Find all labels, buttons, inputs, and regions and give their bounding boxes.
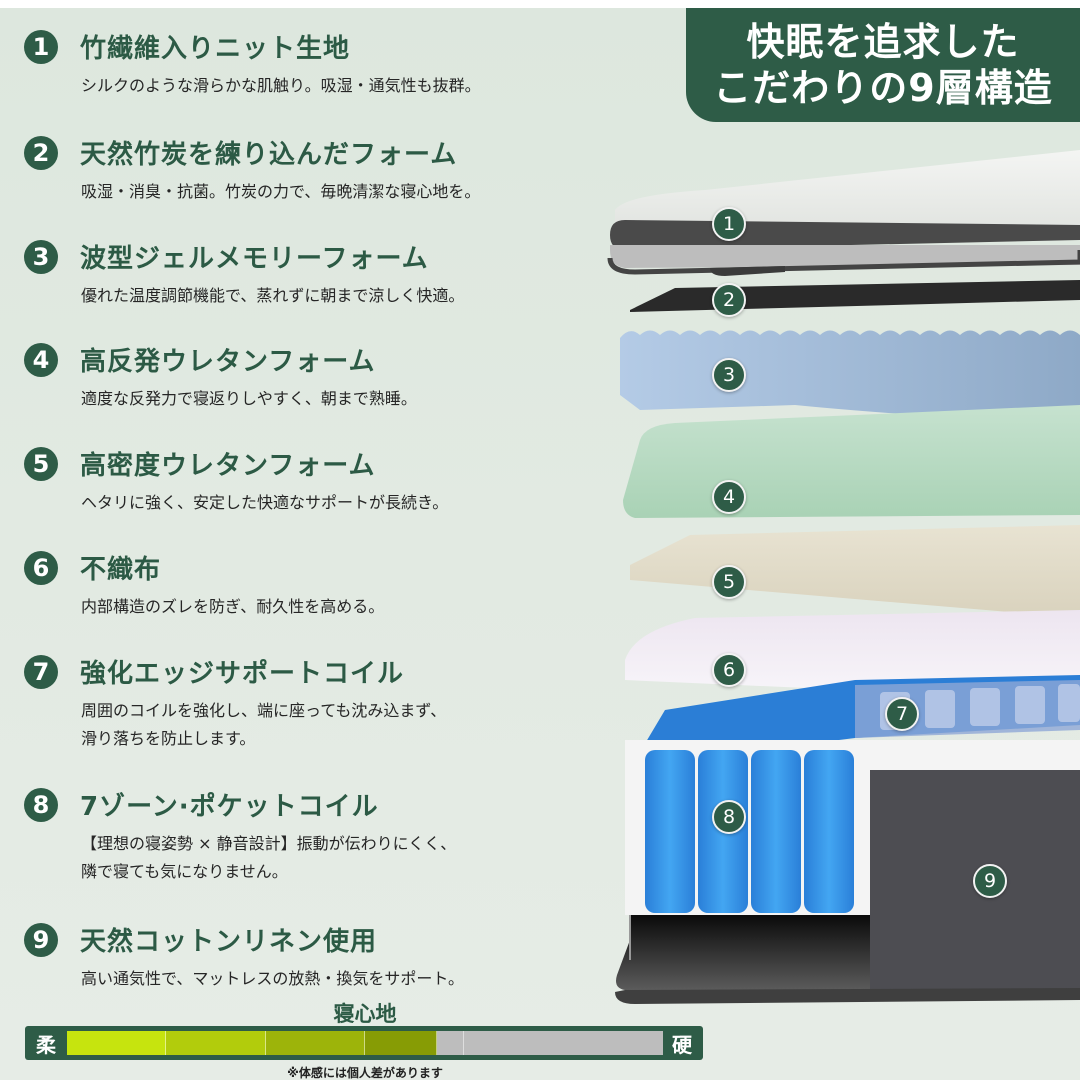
feature-description: 優れた温度調節機能で、蒸れずに朝まで涼しく快適。 bbox=[81, 282, 464, 310]
feature-description: 内部構造のズレを防ぎ、耐久性を高める。 bbox=[81, 593, 384, 621]
layer-marker-5: 5 bbox=[712, 565, 746, 599]
number-badge-icon: 4 bbox=[24, 343, 58, 377]
feature-title: 強化エッジサポートコイル bbox=[80, 659, 405, 689]
title-badge: 快眠を追求した こだわりの9層構造 bbox=[686, 8, 1080, 122]
layer-marker-2: 2 bbox=[712, 283, 746, 317]
feature-title: 7ゾーン·ポケットコイル bbox=[80, 792, 379, 822]
firmness-track bbox=[67, 1031, 663, 1055]
desc-line: 隣で寝ても気になりません。 bbox=[81, 862, 288, 881]
layer-marker-1: 1 bbox=[712, 207, 746, 241]
feature-description: 適度な反発力で寝返りしやすく、朝まで熟睡。 bbox=[81, 385, 417, 413]
desc-line: 高い通気性で、マットレスの放熱・換気をサポート。 bbox=[81, 969, 465, 988]
feature-title: 天然竹炭を練り込んだフォーム bbox=[80, 140, 458, 170]
mattress-layer-illustration: 1 2 3 4 5 6 7 8 9 bbox=[595, 140, 1080, 1020]
number-badge-icon: 6 bbox=[24, 551, 58, 585]
desc-line: 滑り落ちを防止します。 bbox=[81, 729, 256, 748]
number-badge-icon: 2 bbox=[24, 136, 58, 170]
desc-line: 内部構造のズレを防ぎ、耐久性を高める。 bbox=[81, 597, 385, 616]
feature-description: シルクのような滑らかな肌触り。吸湿・通気性も抜群。 bbox=[81, 72, 481, 100]
title-line-1: 快眠を追求した bbox=[746, 20, 1020, 64]
feature-title: 不織布 bbox=[80, 555, 162, 585]
firmness-segment-filled bbox=[265, 1031, 365, 1055]
desc-line: ヘタリに強く、安定した快適なサポートが長続き。 bbox=[81, 493, 449, 512]
layer-marker-7: 7 bbox=[885, 697, 919, 731]
firmness-bar: 柔 硬 bbox=[25, 1026, 703, 1060]
soft-label: 柔 bbox=[36, 1032, 56, 1057]
firmness-segment-filled bbox=[166, 1031, 266, 1055]
layer-green-foam bbox=[623, 405, 1080, 518]
firmness-segment-filled bbox=[67, 1031, 167, 1055]
feature-description: ヘタリに強く、安定した快適なサポートが長続き。 bbox=[81, 489, 448, 517]
firmness-segment-filled bbox=[364, 1031, 437, 1055]
hard-label: 硬 bbox=[672, 1032, 692, 1057]
firmness-segment-empty bbox=[436, 1031, 465, 1055]
number-badge-icon: 1 bbox=[24, 30, 58, 64]
firmness-note: ※体感には個人差があります bbox=[287, 1066, 443, 1080]
feature-description: 周囲のコイルを強化し、端に座っても沈み込まず、 滑り落ちを防止します。 bbox=[81, 697, 446, 753]
desc-line: 吸湿・消臭・抗菌。竹炭の力で、毎晩清潔な寝心地を。 bbox=[81, 182, 481, 201]
number-badge-icon: 7 bbox=[24, 655, 58, 689]
title-line-2: こだわりの9層構造 bbox=[713, 66, 1053, 110]
feature-description: 【理想の寝姿勢 × 静音設計】振動が伝わりにくく、 隣で寝ても気になりません。 bbox=[81, 830, 456, 886]
firmness-title: 寝心地 bbox=[333, 1002, 397, 1026]
feature-description: 高い通気性で、マットレスの放熱・換気をサポート。 bbox=[81, 965, 464, 993]
number-badge-icon: 5 bbox=[24, 447, 58, 481]
feature-title: 高反発ウレタンフォーム bbox=[80, 347, 376, 377]
number-badge-icon: 9 bbox=[24, 923, 58, 957]
layer-charcoal-foam bbox=[630, 280, 1080, 312]
desc-line: 適度な反発力で寝返りしやすく、朝まで熟睡。 bbox=[81, 389, 417, 408]
desc-line: 周囲のコイルを強化し、端に座っても沈み込まず、 bbox=[81, 701, 447, 720]
layer-gel-foam bbox=[620, 330, 1080, 425]
desc-line: シルクのような滑らかな肌触り。吸湿・通気性も抜群。 bbox=[81, 76, 481, 95]
layer-beige-foam bbox=[630, 525, 1080, 618]
number-badge-icon: 3 bbox=[24, 240, 58, 274]
layer-marker-4: 4 bbox=[712, 480, 746, 514]
mattress-layers-graphic bbox=[607, 150, 1080, 1004]
feature-title: 高密度ウレタンフォーム bbox=[80, 451, 376, 481]
feature-title: 竹繊維入りニット生地 bbox=[80, 34, 351, 64]
number-badge-icon: 8 bbox=[24, 788, 58, 822]
layer-marker-6: 6 bbox=[712, 653, 746, 687]
layer-marker-8: 8 bbox=[712, 800, 746, 834]
feature-description: 吸湿・消臭・抗菌。竹炭の力で、毎晩清潔な寝心地を。 bbox=[81, 178, 480, 206]
feature-title: 波型ジェルメモリーフォーム bbox=[80, 244, 429, 274]
layer-marker-3: 3 bbox=[712, 358, 746, 392]
layer-marker-9: 9 bbox=[973, 864, 1007, 898]
feature-title: 天然コットンリネン使用 bbox=[80, 927, 378, 957]
desc-line: 優れた温度調節機能で、蒸れずに朝まで涼しく快適。 bbox=[81, 286, 465, 305]
desc-line: 【理想の寝姿勢 × 静音設計】振動が伝わりにくく、 bbox=[81, 834, 457, 853]
